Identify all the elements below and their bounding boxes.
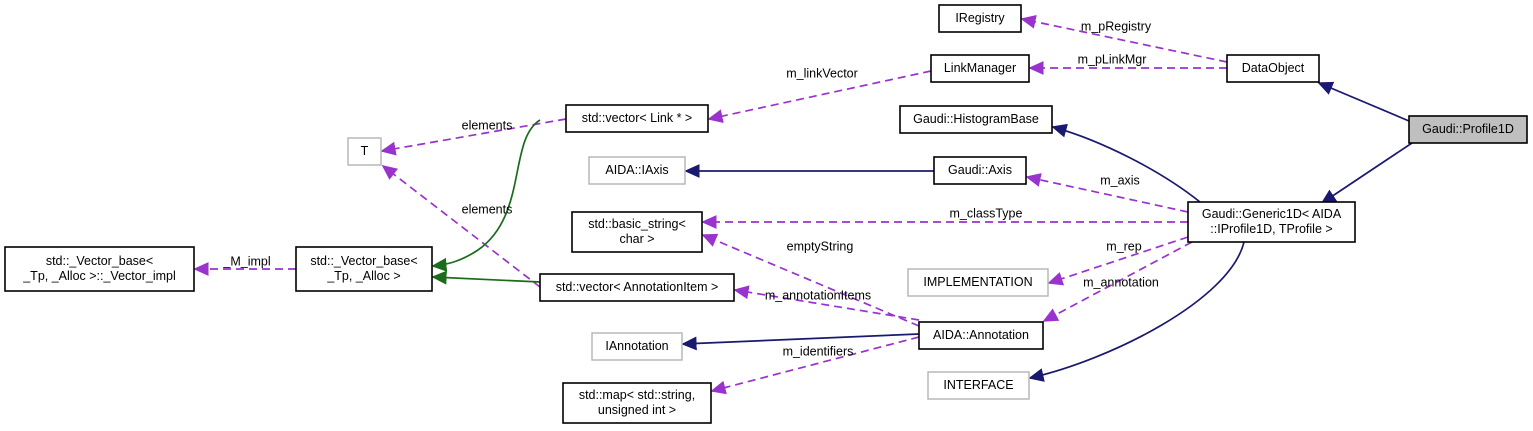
node-label-generic1d: Gaudi::Generic1D< AIDA bbox=[1202, 207, 1342, 221]
edge-e-annotationitems bbox=[733, 285, 920, 321]
node-label-dataobject: DataObject bbox=[1242, 61, 1305, 75]
node-linkmanager[interactable]: LinkManager bbox=[930, 54, 1030, 83]
node-t[interactable]: T bbox=[347, 137, 382, 166]
edge-e-tmpl-annot bbox=[431, 270, 541, 285]
node-label-basicstring: char > bbox=[619, 232, 654, 246]
edge-e-mannotation bbox=[1042, 241, 1193, 322]
node-implementation[interactable]: IMPLEMENTATION bbox=[907, 268, 1049, 297]
edges-layer bbox=[193, 14, 1413, 395]
node-box-basicstring[interactable] bbox=[571, 211, 703, 253]
edge-e-mrep bbox=[1047, 236, 1189, 286]
edge-label-e-mrep: m_rep bbox=[1106, 239, 1141, 253]
node-annotation[interactable]: AIDA::Annotation bbox=[918, 321, 1044, 350]
edge-labels-layer: m_pRegistry m_pLinkMgr m_linkVectorelement… bbox=[222, 19, 1159, 358]
node-vectorimpl[interactable]: std::_Vector_base<_Tp, _Alloc >::_Vector… bbox=[4, 246, 195, 292]
node-label-mapstring: unsigned int > bbox=[598, 403, 676, 417]
node-iannotation[interactable]: IAnnotation bbox=[591, 332, 683, 361]
node-label-iregistry: IRegistry bbox=[955, 11, 1005, 25]
node-box-generic1d[interactable] bbox=[1187, 201, 1356, 243]
node-mapstring[interactable]: std::map< std::string,unsigned int > bbox=[562, 382, 712, 424]
edge-label-e-maxis: m_axis bbox=[1100, 173, 1140, 187]
edge-e-identifiers bbox=[710, 336, 920, 395]
node-box-iaxis[interactable] bbox=[588, 156, 686, 185]
edge-e-pregistry bbox=[1020, 14, 1228, 63]
node-label-vectorannot: std::vector< AnnotationItem > bbox=[556, 280, 719, 294]
node-vectorbase[interactable]: std::_Vector_base<_Tp, _Alloc > bbox=[295, 246, 433, 292]
node-box-vectorlink[interactable] bbox=[565, 104, 709, 133]
node-box-vectorimpl[interactable] bbox=[4, 246, 195, 292]
node-profile1d[interactable]: Gaudi::Profile1D bbox=[1408, 115, 1528, 144]
node-box-t[interactable] bbox=[347, 137, 382, 166]
node-dataobject[interactable]: DataObject bbox=[1226, 54, 1320, 83]
node-box-linkmanager[interactable] bbox=[930, 54, 1030, 83]
node-label-vectorimpl: _Tp, _Alloc >::_Vector_impl bbox=[22, 269, 176, 283]
edge-label-e-annotationitems: m_annotationItems bbox=[765, 288, 871, 302]
node-box-iannotation[interactable] bbox=[591, 332, 683, 361]
edge-label-e-mimpl: _M_impl bbox=[222, 254, 270, 268]
node-basicstring[interactable]: std::basic_string<char > bbox=[571, 211, 703, 253]
node-label-basicstring: std::basic_string< bbox=[588, 217, 686, 231]
node-box-mapstring[interactable] bbox=[562, 382, 712, 424]
edge-label-e-pregistry: m_pRegistry bbox=[1081, 19, 1152, 33]
edge-e-tmpl-link bbox=[431, 119, 541, 272]
node-label-iannotation: IAnnotation bbox=[605, 339, 668, 353]
edge-label-e-plinkmgr: m_pLinkMgr bbox=[1078, 52, 1147, 66]
edge-label-e-elements-link: elements bbox=[462, 118, 513, 132]
edge-e-maxis bbox=[1025, 173, 1189, 213]
node-label-vectorbase: _Tp, _Alloc > bbox=[326, 269, 400, 283]
node-label-interface: INTERFACE bbox=[943, 378, 1013, 392]
edge-label-e-linkvector: m_linkVector bbox=[786, 66, 858, 80]
node-iregistry[interactable]: IRegistry bbox=[938, 4, 1022, 33]
node-label-profile1d: Gaudi::Profile1D bbox=[1422, 122, 1514, 136]
node-label-vectorbase: std::_Vector_base< bbox=[310, 254, 417, 268]
node-box-annotation[interactable] bbox=[918, 321, 1044, 350]
node-label-histogrambase: Gaudi::HistogramBase bbox=[913, 112, 1039, 126]
node-interface[interactable]: INTERFACE bbox=[927, 371, 1030, 400]
node-label-annotation: AIDA::Annotation bbox=[933, 328, 1029, 342]
node-label-mapstring: std::map< std::string, bbox=[579, 388, 695, 402]
edge-label-e-elements-annot: elements bbox=[462, 202, 513, 216]
edge-e-generic-hist bbox=[1051, 123, 1201, 203]
node-box-vectorbase[interactable] bbox=[295, 246, 433, 292]
node-box-dataobject[interactable] bbox=[1226, 54, 1320, 83]
node-vectorannot[interactable]: std::vector< AnnotationItem > bbox=[539, 273, 735, 302]
node-box-vectorannot[interactable] bbox=[539, 273, 735, 302]
node-label-axis: Gaudi::Axis bbox=[948, 163, 1012, 177]
node-label-implementation: IMPLEMENTATION bbox=[923, 275, 1032, 289]
node-box-iregistry[interactable] bbox=[938, 4, 1022, 33]
edge-e-linkvector bbox=[707, 70, 932, 123]
edge-e-profile-dataobj bbox=[1317, 81, 1410, 122]
node-axis[interactable]: Gaudi::Axis bbox=[933, 156, 1027, 185]
edge-e-elements-annot bbox=[381, 164, 541, 288]
edge-e-annot-iannot bbox=[681, 333, 920, 351]
node-vectorlink[interactable]: std::vector< Link * > bbox=[565, 104, 709, 133]
node-label-t: T bbox=[361, 144, 369, 158]
node-box-interface[interactable] bbox=[927, 371, 1030, 400]
edge-label-e-mannotation: m_annotation bbox=[1083, 275, 1159, 289]
node-histogrambase[interactable]: Gaudi::HistogramBase bbox=[899, 105, 1053, 134]
edge-e-generic-interface bbox=[1028, 241, 1245, 382]
node-generic1d[interactable]: Gaudi::Generic1D< AIDA::IProfile1D, TPro… bbox=[1187, 201, 1356, 243]
edge-label-e-emptystring: emptyString bbox=[787, 239, 854, 253]
node-label-linkmanager: LinkManager bbox=[944, 61, 1016, 75]
node-box-histogrambase[interactable] bbox=[899, 105, 1053, 134]
node-label-vectorimpl: std::_Vector_base< bbox=[46, 254, 153, 268]
node-box-implementation[interactable] bbox=[907, 268, 1049, 297]
edge-e-profile-generic bbox=[1320, 142, 1413, 204]
node-label-iaxis: AIDA::IAxis bbox=[605, 163, 668, 177]
node-box-profile1d[interactable] bbox=[1408, 115, 1528, 144]
edge-label-e-classtype: m_classType bbox=[950, 206, 1023, 220]
edge-label-e-identifiers: m_identifiers bbox=[783, 344, 854, 358]
node-box-axis[interactable] bbox=[933, 156, 1027, 185]
edge-e-emptystring bbox=[701, 233, 920, 327]
node-label-vectorlink: std::vector< Link * > bbox=[582, 111, 692, 125]
node-label-generic1d: ::IProfile1D, TProfile > bbox=[1210, 222, 1332, 236]
node-iaxis[interactable]: AIDA::IAxis bbox=[588, 156, 686, 185]
